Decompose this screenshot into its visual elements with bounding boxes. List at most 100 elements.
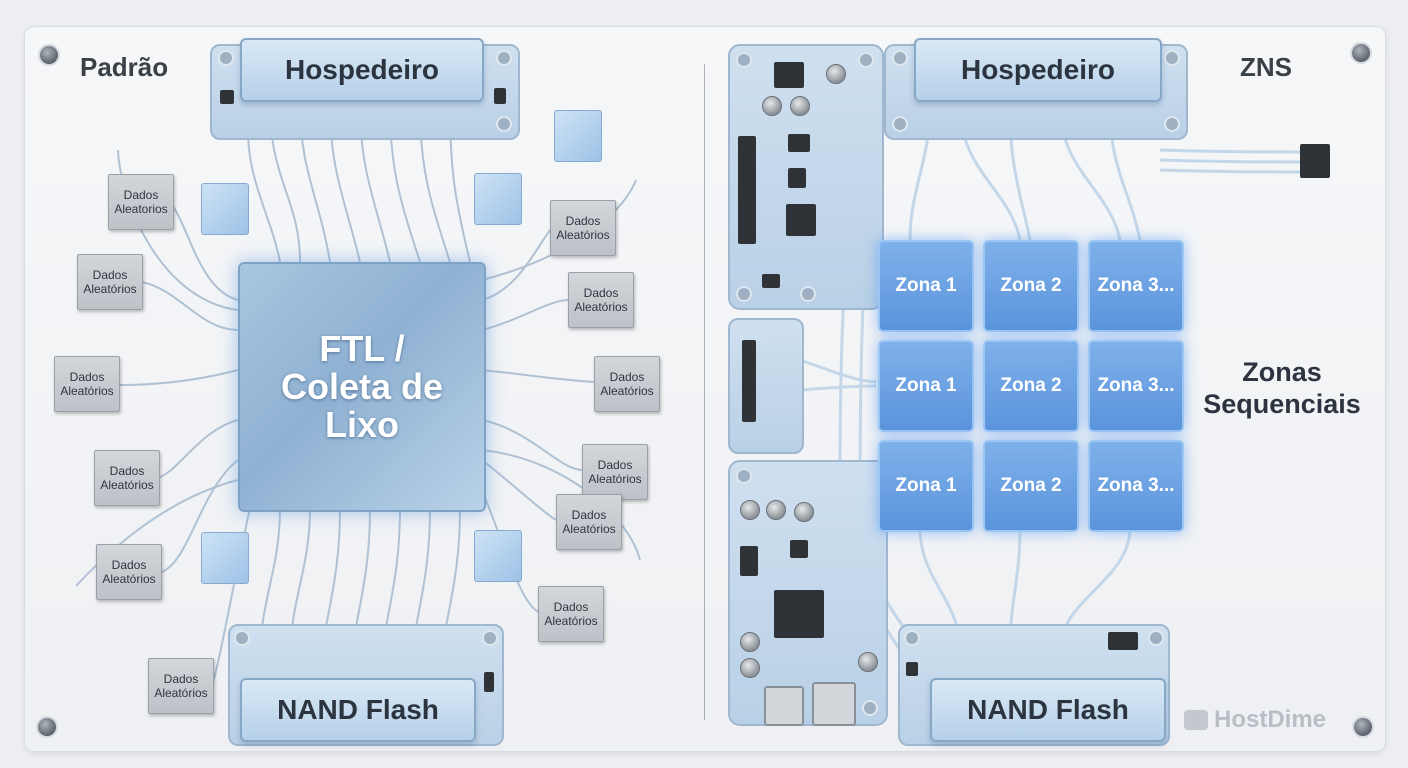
mount-hole	[892, 116, 908, 132]
random-data-line2: Aleatórios	[154, 686, 208, 700]
smd-component	[906, 662, 918, 676]
mount-hole	[1164, 50, 1180, 66]
capacitor	[762, 96, 782, 116]
random-data-line1: Dados	[583, 286, 619, 300]
smd-component	[762, 274, 780, 288]
mount-hole	[218, 50, 234, 66]
ftl-chip-line1: FTL /	[319, 328, 405, 369]
ic-chip	[788, 134, 810, 152]
zone-cell: Zona 1	[878, 440, 974, 532]
ic-chip	[786, 204, 816, 236]
random-data-line2: Aleatórios	[562, 522, 616, 536]
capacitor	[826, 64, 846, 84]
mount-hole	[862, 700, 878, 716]
random-data-line2: Aleatórios	[556, 228, 610, 242]
blue-block	[201, 532, 249, 584]
zone-cell: Zona 2	[983, 340, 1079, 432]
usb-port-icon	[764, 686, 804, 726]
usb-port-icon	[812, 682, 856, 726]
zone-cell: Zona 2	[983, 240, 1079, 332]
screw-icon	[36, 716, 58, 738]
mount-hole	[736, 468, 752, 484]
random-data-line1: Dados	[163, 672, 199, 686]
smd-component	[484, 672, 494, 692]
blue-block	[201, 183, 249, 235]
random-data-line1: Dados	[69, 370, 105, 384]
ic-chip	[1108, 632, 1138, 650]
mount-hole	[1164, 116, 1180, 132]
random-data-line2: Aleatórios	[102, 572, 156, 586]
ic-chip	[740, 546, 758, 576]
random-data-line1: Dados	[109, 464, 145, 478]
mount-hole	[496, 50, 512, 66]
hostdime-logo-text: HostDime	[1214, 706, 1327, 733]
pin-header	[738, 136, 756, 244]
random-data-line1: Dados	[597, 458, 633, 472]
random-data-line2: Aleatórios	[544, 614, 598, 628]
mount-hole	[482, 630, 498, 646]
ftl-chip-line2: Coleta de	[280, 366, 444, 407]
zone-cell: Zona 2	[983, 440, 1079, 532]
random-data-line2: Aleatórios	[60, 384, 114, 398]
hostdime-logo-icon	[1184, 710, 1208, 730]
capacitor	[740, 500, 760, 520]
smd-component	[494, 88, 506, 104]
mount-hole	[800, 286, 816, 302]
right-panel-title: ZNS	[1240, 52, 1292, 82]
mount-hole	[736, 286, 752, 302]
zone-cell: Zona 3...	[1088, 240, 1184, 332]
host-plate-right: Hospedeiro	[914, 38, 1162, 102]
blue-block	[474, 530, 522, 582]
capacitor	[766, 500, 786, 520]
left-panel-title: Padrão	[80, 52, 169, 82]
capacitor	[790, 96, 810, 116]
sequential-zones-line2: Sequenciais	[1203, 389, 1361, 419]
ftl-chip: FTL / Coleta de Lixo	[238, 262, 486, 512]
hostdime-logo: HostDime	[1184, 706, 1326, 734]
random-data-line2: Aleatórios	[574, 300, 628, 314]
random-data-line1: Dados	[609, 370, 645, 384]
screw-icon	[38, 44, 60, 66]
host-plate-left: Hospedeiro	[240, 38, 484, 102]
mount-hole	[496, 116, 512, 132]
pin-header	[742, 340, 756, 422]
capacitor	[858, 652, 878, 672]
blue-block	[474, 173, 522, 225]
ic-chip	[774, 590, 824, 638]
cable-connector-icon	[1300, 144, 1330, 178]
screw-icon	[1352, 716, 1374, 738]
mount-hole	[892, 50, 908, 66]
random-data-line1: Dados	[565, 214, 601, 228]
mount-hole	[904, 630, 920, 646]
random-data-line1: Dados	[571, 508, 607, 522]
ic-chip	[790, 540, 808, 558]
mount-hole	[1148, 630, 1164, 646]
screw-icon	[1350, 42, 1372, 64]
zone-cell: Zona 1	[878, 240, 974, 332]
random-data-line1: Dados	[553, 600, 589, 614]
mount-hole	[736, 52, 752, 68]
sequential-zones-label: Zonas Sequenciais	[1196, 356, 1368, 420]
capacitor	[740, 658, 760, 678]
blue-block	[554, 110, 602, 162]
sequential-zones-line1: Zonas	[1242, 357, 1322, 387]
capacitor	[740, 632, 760, 652]
capacitor	[794, 502, 814, 522]
zone-cell: Zona 1	[878, 340, 974, 432]
nand-plate-right: NAND Flash	[930, 678, 1166, 742]
zone-cell: Zona 3...	[1088, 440, 1184, 532]
random-data-line2: Aleatorios	[114, 202, 168, 216]
ic-chip	[788, 168, 806, 188]
